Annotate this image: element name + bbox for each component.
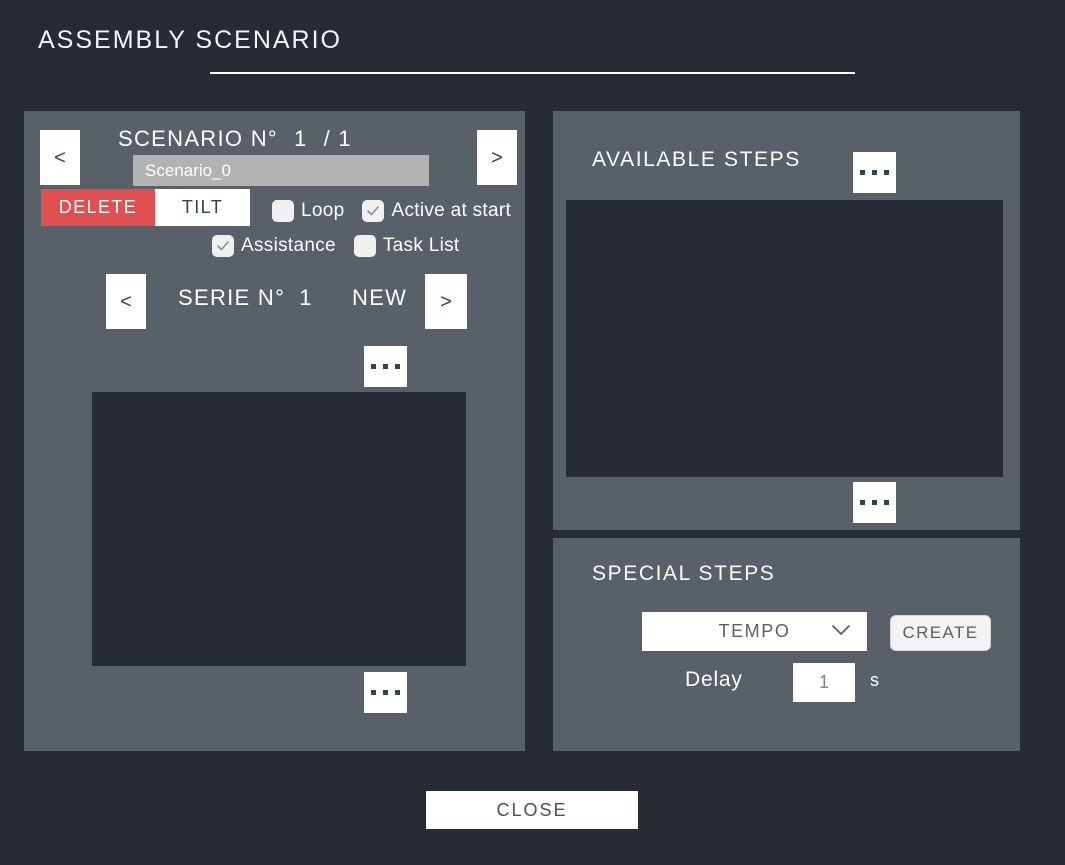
checkmark-icon xyxy=(362,200,385,222)
delete-button[interactable]: DELETE xyxy=(41,189,155,226)
checkbox-unchecked-icon xyxy=(353,235,376,257)
scenario-current-index: 1 xyxy=(294,126,308,151)
serie-heading-label: SERIE N° xyxy=(178,285,286,310)
serie-steps-listbox[interactable] xyxy=(92,392,466,666)
checkbox-loop[interactable]: Loop xyxy=(272,200,344,222)
special-step-type-select[interactable]: TEMPO xyxy=(642,612,867,651)
available-steps-listbox[interactable] xyxy=(566,200,1003,477)
scenario-total: 1 xyxy=(338,126,352,151)
scenario-name-input[interactable] xyxy=(133,155,429,186)
checkbox-row-bottom: Assistance Task List xyxy=(212,235,460,257)
serie-current-index: 1 xyxy=(299,285,313,310)
page-title: ASSEMBLY SCENARIO xyxy=(38,26,342,54)
scenario-heading: SCENARIO N° 1 / 1 xyxy=(118,126,352,152)
checkbox-row-top: Loop Active at start xyxy=(272,200,511,222)
checkbox-assistance-label: Assistance xyxy=(241,235,336,256)
checkbox-active-at-start[interactable]: Active at start xyxy=(362,200,511,222)
scenario-heading-label: SCENARIO N° xyxy=(118,126,279,151)
delay-input[interactable] xyxy=(793,663,855,702)
scenario-prev-button[interactable]: < xyxy=(40,130,80,185)
delay-label: Delay xyxy=(685,668,743,691)
serie-next-button[interactable]: > xyxy=(425,274,467,329)
create-button[interactable]: CREATE xyxy=(890,615,991,651)
available-steps-title: AVAILABLE STEPS xyxy=(592,148,801,171)
tilt-button[interactable]: TILT xyxy=(155,189,250,226)
delay-unit-label: s xyxy=(870,670,880,690)
checkbox-unchecked-icon xyxy=(272,200,294,222)
checkbox-assistance[interactable]: Assistance xyxy=(212,235,336,257)
scenario-separator: / xyxy=(323,126,331,151)
close-button[interactable]: CLOSE xyxy=(426,791,638,829)
special-steps-title: SPECIAL STEPS xyxy=(592,562,776,585)
checkmark-icon xyxy=(212,235,234,257)
checkbox-task-list-label: Task List xyxy=(382,235,460,256)
ellipsis-icon-serie-top[interactable] xyxy=(364,346,407,387)
ellipsis-icon-serie-bottom[interactable] xyxy=(364,672,407,713)
chevron-down-icon xyxy=(831,623,851,641)
ellipsis-icon-available-top[interactable] xyxy=(853,152,896,193)
serie-prev-button[interactable]: < xyxy=(106,274,146,329)
scenario-next-button[interactable]: > xyxy=(477,130,517,185)
serie-new-button[interactable]: NEW xyxy=(352,285,408,310)
checkbox-active-at-start-label: Active at start xyxy=(391,200,512,221)
serie-heading: SERIE N° 1 xyxy=(178,285,313,311)
checkbox-loop-label: Loop xyxy=(301,200,345,221)
checkbox-task-list[interactable]: Task List xyxy=(353,235,460,257)
title-underline-divider xyxy=(210,72,855,74)
special-step-type-value: TEMPO xyxy=(718,621,791,641)
ellipsis-icon-available-bottom[interactable] xyxy=(853,482,896,523)
